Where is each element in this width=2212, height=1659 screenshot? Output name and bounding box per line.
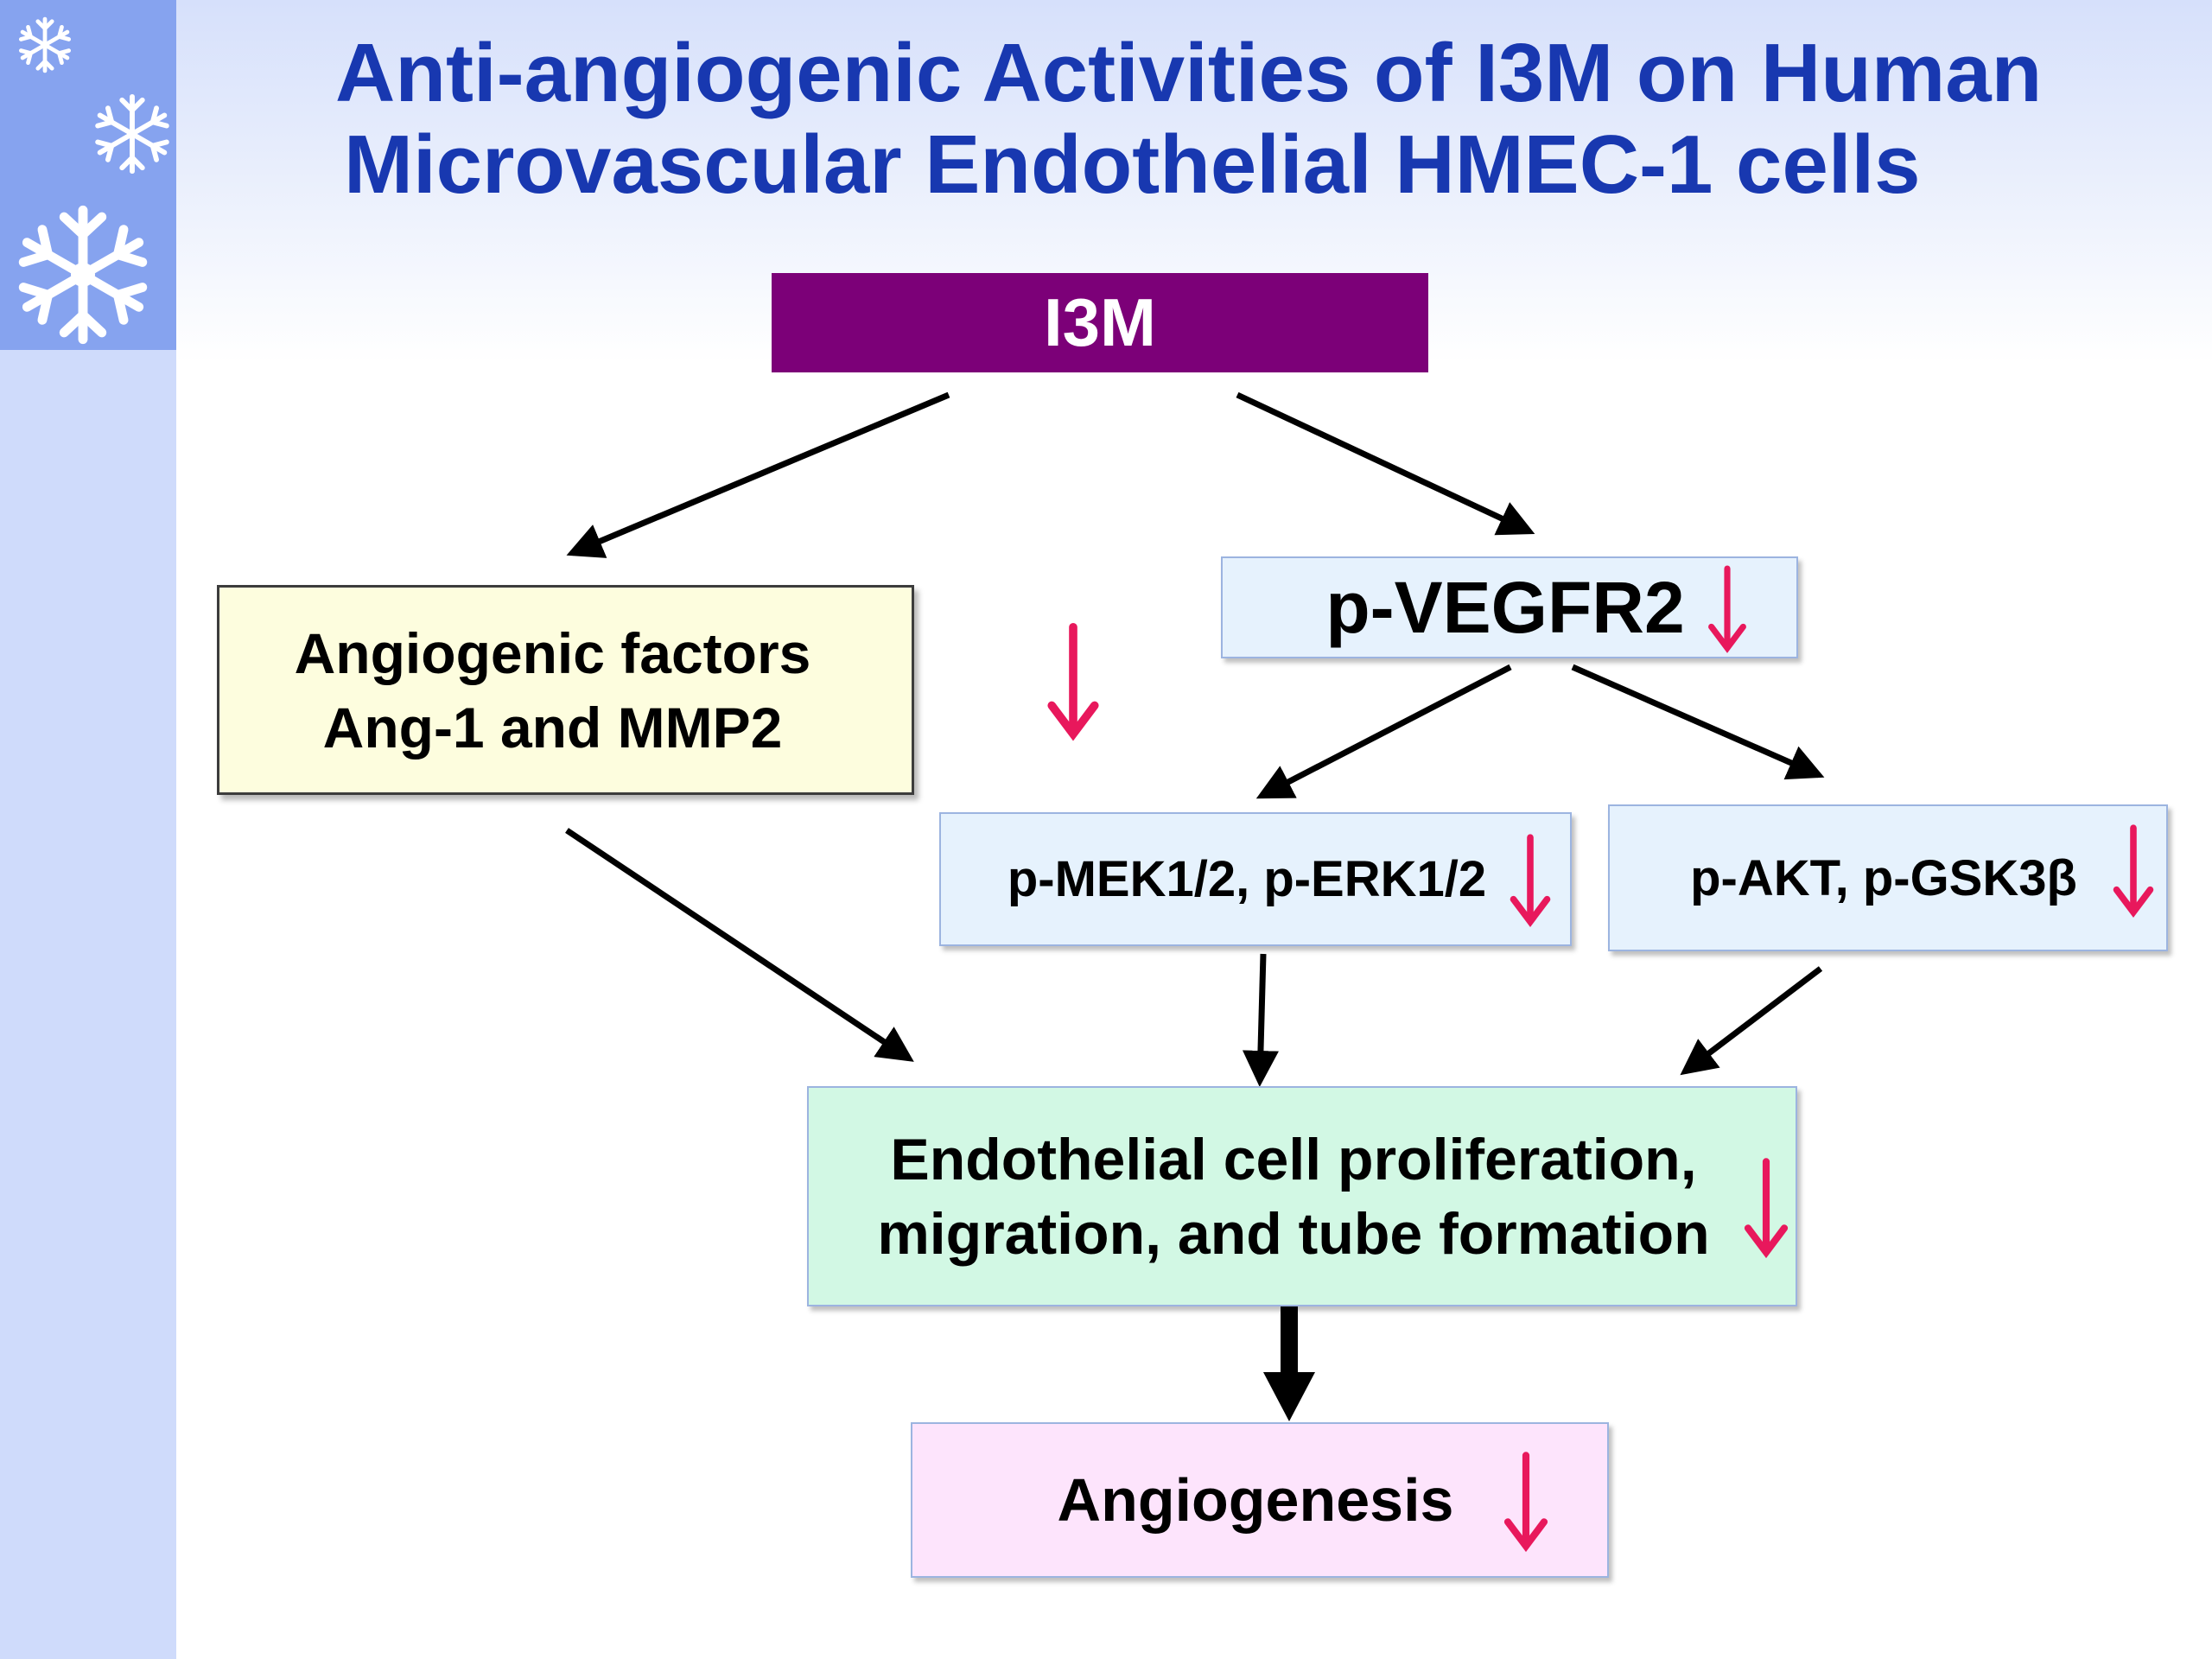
arrow-i3m-to-factors bbox=[566, 391, 950, 558]
slide-title-line1: Anti-angiogenic Activities of I3M on Hum… bbox=[335, 27, 2043, 119]
down-arrow-icon bbox=[1510, 834, 1551, 927]
node-angiogenesis-label: Angiogenesis bbox=[1057, 1466, 1454, 1534]
node-i3m-label: I3M bbox=[1043, 284, 1157, 360]
node-p-mek-erk-label: p-MEK1/2, p-ERK1/2 bbox=[1007, 851, 1487, 907]
node-angiogenic-factors-line1: Angiogenic factors bbox=[294, 620, 811, 685]
down-arrow-icon bbox=[2113, 824, 2154, 918]
arrow-factors-to-endothelial bbox=[565, 828, 914, 1062]
down-arrow-icon bbox=[1047, 622, 1099, 741]
node-angiogenic-factors-line2: Ang-1 and MMP2 bbox=[322, 695, 783, 760]
node-p-akt-gsk: p-AKT, p-GSK3β bbox=[1608, 804, 2168, 951]
slide-title-line2: Microvascular Endothelial HMEC-1 cells bbox=[344, 118, 1921, 211]
node-p-vegfr2: p-VEGFR2 bbox=[1221, 556, 1798, 658]
down-arrow-icon bbox=[1708, 565, 1746, 653]
arrow-vegfr2-to-mek bbox=[1255, 664, 1512, 799]
down-arrow-icon bbox=[1744, 1158, 1789, 1259]
arrow-i3m-to-vegfr2 bbox=[1236, 391, 1535, 536]
snowflake-icon bbox=[18, 205, 148, 345]
node-endothelial-response: Endothelial cell proliferation, migratio… bbox=[807, 1086, 1797, 1306]
down-arrow-icon bbox=[1503, 1452, 1548, 1553]
arrow-vegfr2-to-akt bbox=[1571, 664, 1825, 780]
node-p-akt-gsk-label: p-AKT, p-GSK3β bbox=[1690, 849, 2077, 906]
node-endothelial-line1: Endothelial cell proliferation, bbox=[890, 1126, 1697, 1192]
slide-title: Anti-angiogenic Activities of I3M on Hum… bbox=[335, 28, 2184, 211]
arrow-endothelial-to-angiogenesis bbox=[1263, 1299, 1315, 1421]
arrow-mek-to-endothelial bbox=[1242, 953, 1279, 1087]
node-i3m: I3M bbox=[772, 273, 1428, 372]
node-endothelial-line2: migration, and tube formation bbox=[877, 1200, 1710, 1267]
arrow-akt-to-endothelial bbox=[1680, 966, 1823, 1076]
node-p-vegfr2-label: p-VEGFR2 bbox=[1325, 566, 1685, 648]
snowflake-icon bbox=[95, 93, 169, 175]
node-p-mek-erk: p-MEK1/2, p-ERK1/2 bbox=[939, 812, 1572, 946]
sidebar-snowflake-panel bbox=[0, 0, 176, 350]
node-angiogenic-factors: Angiogenic factors Ang-1 and MMP2 bbox=[217, 585, 1099, 795]
node-angiogenesis: Angiogenesis bbox=[911, 1422, 1609, 1578]
snowflake-icon bbox=[18, 16, 72, 73]
